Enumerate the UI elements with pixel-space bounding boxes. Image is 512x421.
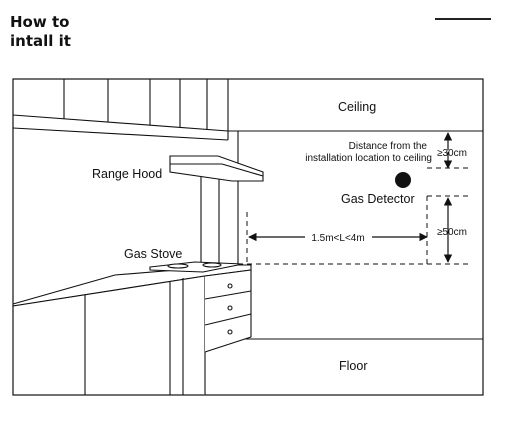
gas-stove	[149, 261, 244, 273]
dimension-guides	[238, 167, 470, 265]
range-hood-label: Range Hood	[92, 167, 162, 181]
distance-label-line-1: Distance from the	[349, 141, 428, 152]
header-rule	[435, 18, 491, 20]
floor-label: Floor	[339, 359, 367, 373]
page-title: How to intall it	[10, 13, 71, 51]
gas-detector-device	[395, 172, 411, 188]
range-hood	[169, 155, 264, 267]
ceiling-label: Ceiling	[338, 100, 376, 114]
distance-label-line-2: installation location to ceiling	[305, 153, 432, 164]
gas-stove-label: Gas Stove	[124, 247, 182, 261]
title-line-1: How to	[10, 13, 70, 31]
title-line-2: intall it	[10, 32, 71, 50]
height-value: ≥50cm	[437, 227, 467, 238]
gas-detector-label: Gas Detector	[341, 192, 415, 206]
room-frame	[12, 78, 484, 396]
ceiling-distance-value: ≥30cm	[437, 148, 467, 159]
horizontal-distance-value: 1.5m<L<4m	[311, 233, 364, 244]
upper-cabinets	[12, 79, 229, 141]
kitchen-counter	[12, 264, 252, 395]
